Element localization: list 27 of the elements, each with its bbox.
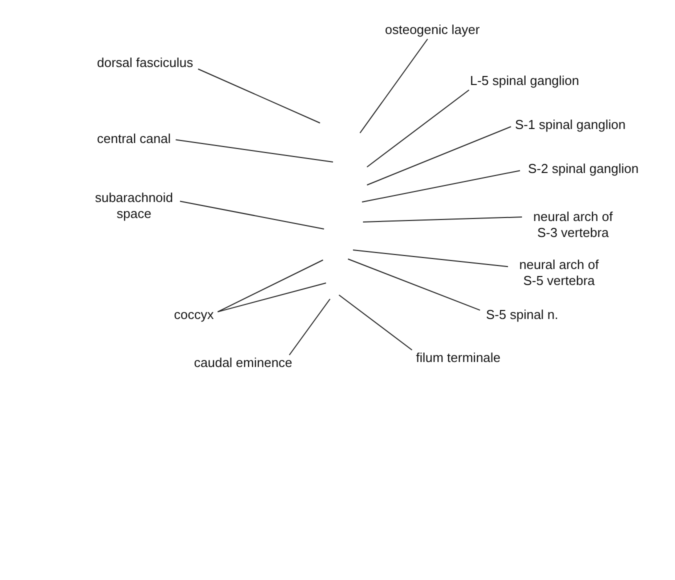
leader-line [175,139,334,162]
leader-line [217,260,324,312]
label-text: neural arch of S-5 vertebra [512,257,606,289]
label-text: central canal [97,131,171,147]
label-text: dorsal fasciculus [97,55,194,71]
label-text: filum terminale [416,350,501,366]
leader-line [366,90,470,168]
leader-line [366,126,512,186]
leader-line [338,294,412,350]
label-text: subarachnoid space [88,190,180,222]
leader-line [180,200,324,230]
leader-line [362,170,520,202]
leader-line [198,68,320,124]
label-text: L-5 spinal ganglion [470,73,580,89]
label-text: osteogenic layer [385,22,480,38]
leader-line [362,216,522,222]
leader-line [352,250,508,268]
leader-line [360,38,428,134]
label-text: S-2 spinal ganglion [528,161,639,177]
label-text: coccyx [174,307,214,323]
label-text: neural arch of S-3 vertebra [526,209,620,241]
label-text: S-1 spinal ganglion [515,117,626,133]
leader-line [217,282,326,312]
label-text: caudal eminence [194,355,292,371]
label-text: S-5 spinal n. [486,307,558,323]
leader-line [288,298,330,356]
leader-line [348,258,480,311]
